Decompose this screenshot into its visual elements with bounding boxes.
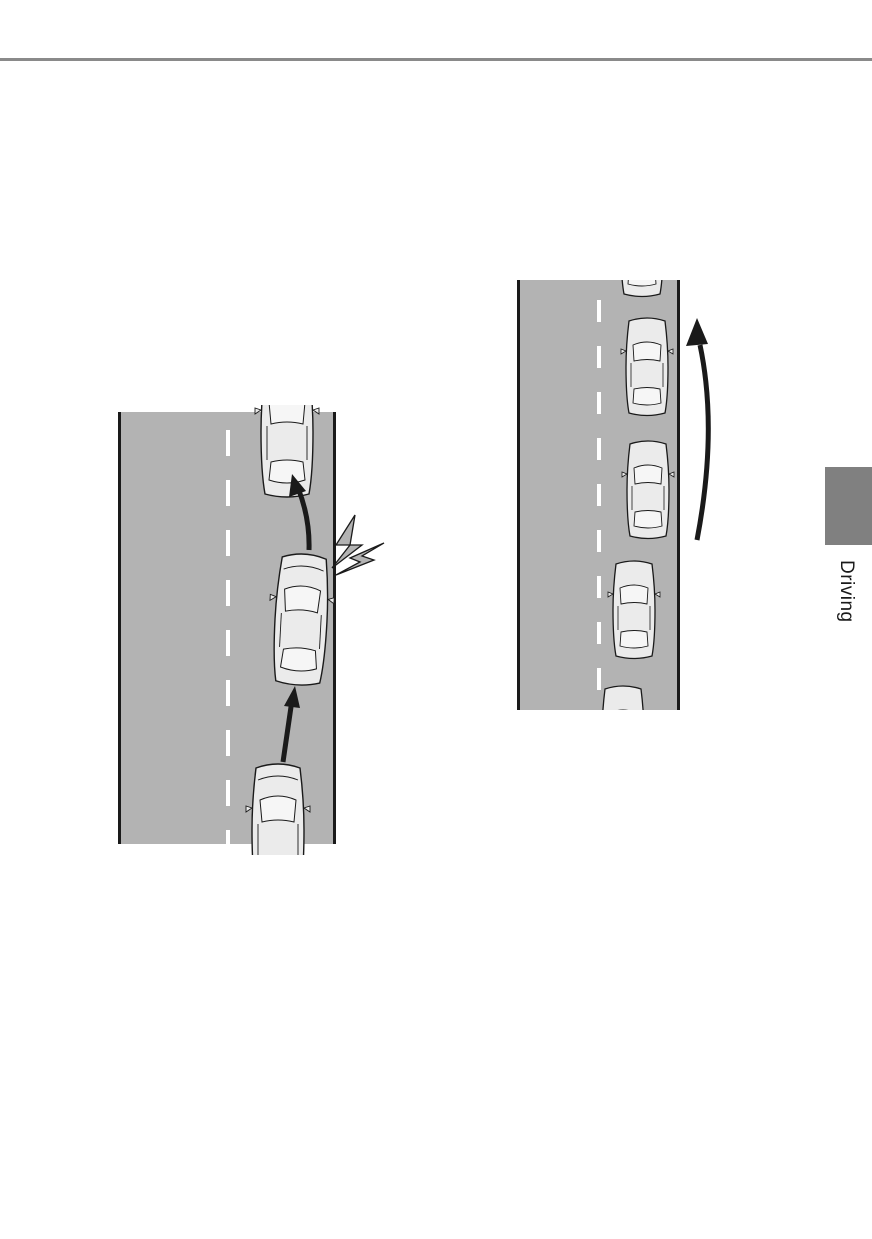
parked-car-5 [596, 685, 650, 710]
illustration-overtaking [517, 280, 711, 710]
parked-car-3 [621, 440, 675, 540]
illustration-sideswipe-warning [118, 405, 385, 855]
section-tab [825, 467, 872, 545]
lightning-collision-icon [331, 514, 364, 569]
parked-car-1 [615, 280, 669, 298]
lightning-collision-icon-2 [335, 542, 385, 576]
section-tab-label: Driving [836, 560, 857, 623]
car-ahead [254, 405, 320, 498]
arrow-head-straight [284, 686, 300, 708]
arrow-head-curve [686, 318, 708, 346]
header-rule [0, 58, 872, 61]
parked-car-2 [620, 317, 674, 417]
car-behind [245, 763, 311, 855]
arrow-straight [280, 699, 295, 763]
arrow-head-curve [289, 474, 306, 497]
arrow-curve [694, 344, 711, 541]
parked-car-4 [607, 560, 661, 660]
